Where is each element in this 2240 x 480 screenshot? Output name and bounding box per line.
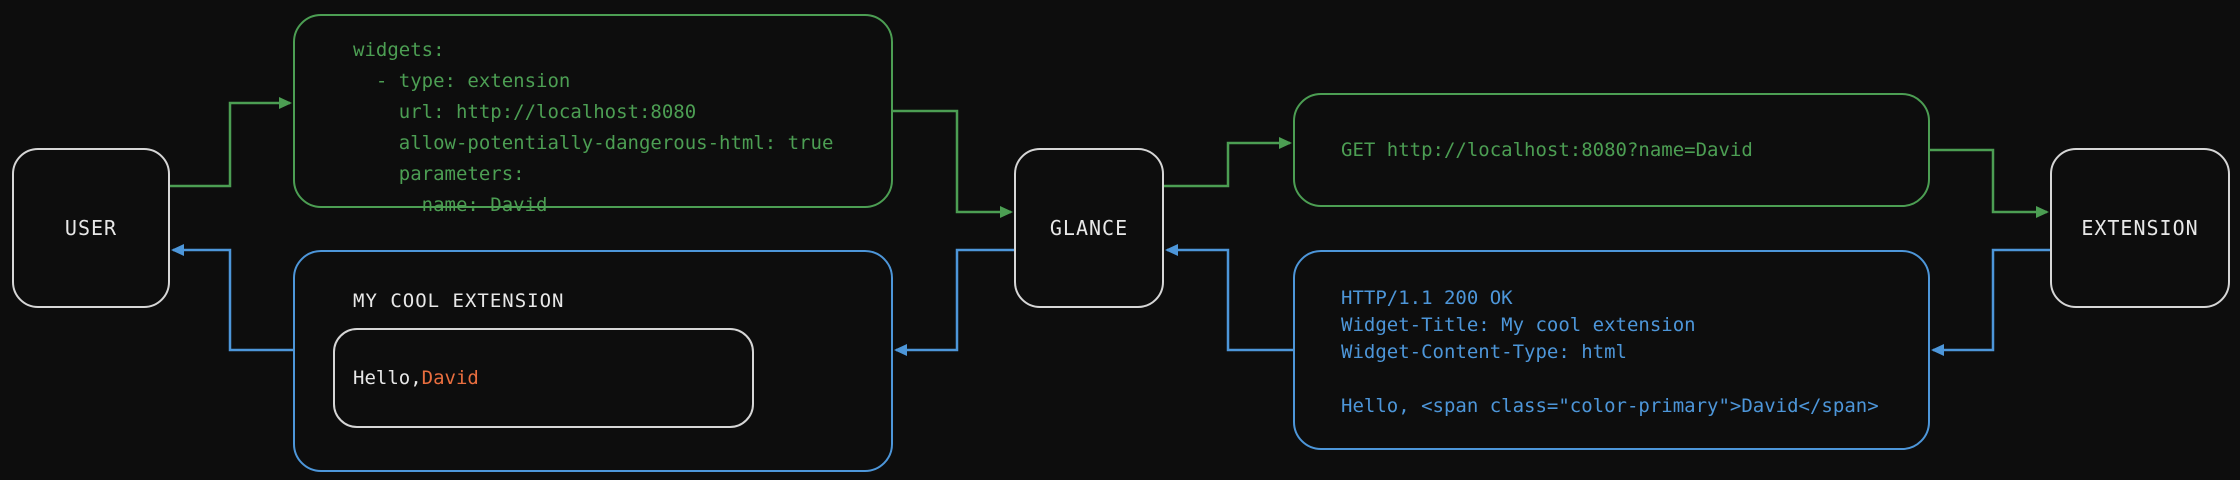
http-response-box: HTTP/1.1 200 OK Widget-Title: My cool ex… [1293,250,1930,450]
arrow-glance-to-widget [894,248,1014,356]
node-glance-label: GLANCE [1049,216,1129,240]
arrow-request-to-extension [1930,148,2049,218]
config-yaml-box: widgets: - type: extension url: http://l… [293,14,893,216]
arrow-response-to-glance [1165,244,1293,352]
widget-title: MY COOL EXTENSION [353,290,565,312]
node-user: USER [12,148,170,308]
greeting-name: David [421,367,479,389]
http-response-code: HTTP/1.1 200 OK Widget-Title: My cool ex… [1341,287,1879,417]
http-request-box: GET http://localhost:8080?name=David [1293,93,1930,207]
node-extension-label: EXTENSION [2081,216,2199,240]
arrow-extension-to-response [1931,248,2050,356]
widget-greeting-box: Hello, David [333,328,754,428]
config-yaml-code: widgets: - type: extension url: http://l… [353,39,834,216]
arrow-widget-to-user [171,244,293,352]
rendered-widget-box: MY COOL EXTENSION Hello, David [293,250,893,472]
node-user-label: USER [64,216,118,240]
greeting-prefix: Hello, [353,367,422,389]
node-glance: GLANCE [1014,148,1164,308]
http-request-text: GET http://localhost:8080?name=David [1341,139,1753,161]
node-extension: EXTENSION [2050,148,2230,308]
arrow-glance-to-request [1164,137,1292,188]
arrow-user-to-config [170,97,292,188]
arrow-config-to-glance [893,109,1013,218]
